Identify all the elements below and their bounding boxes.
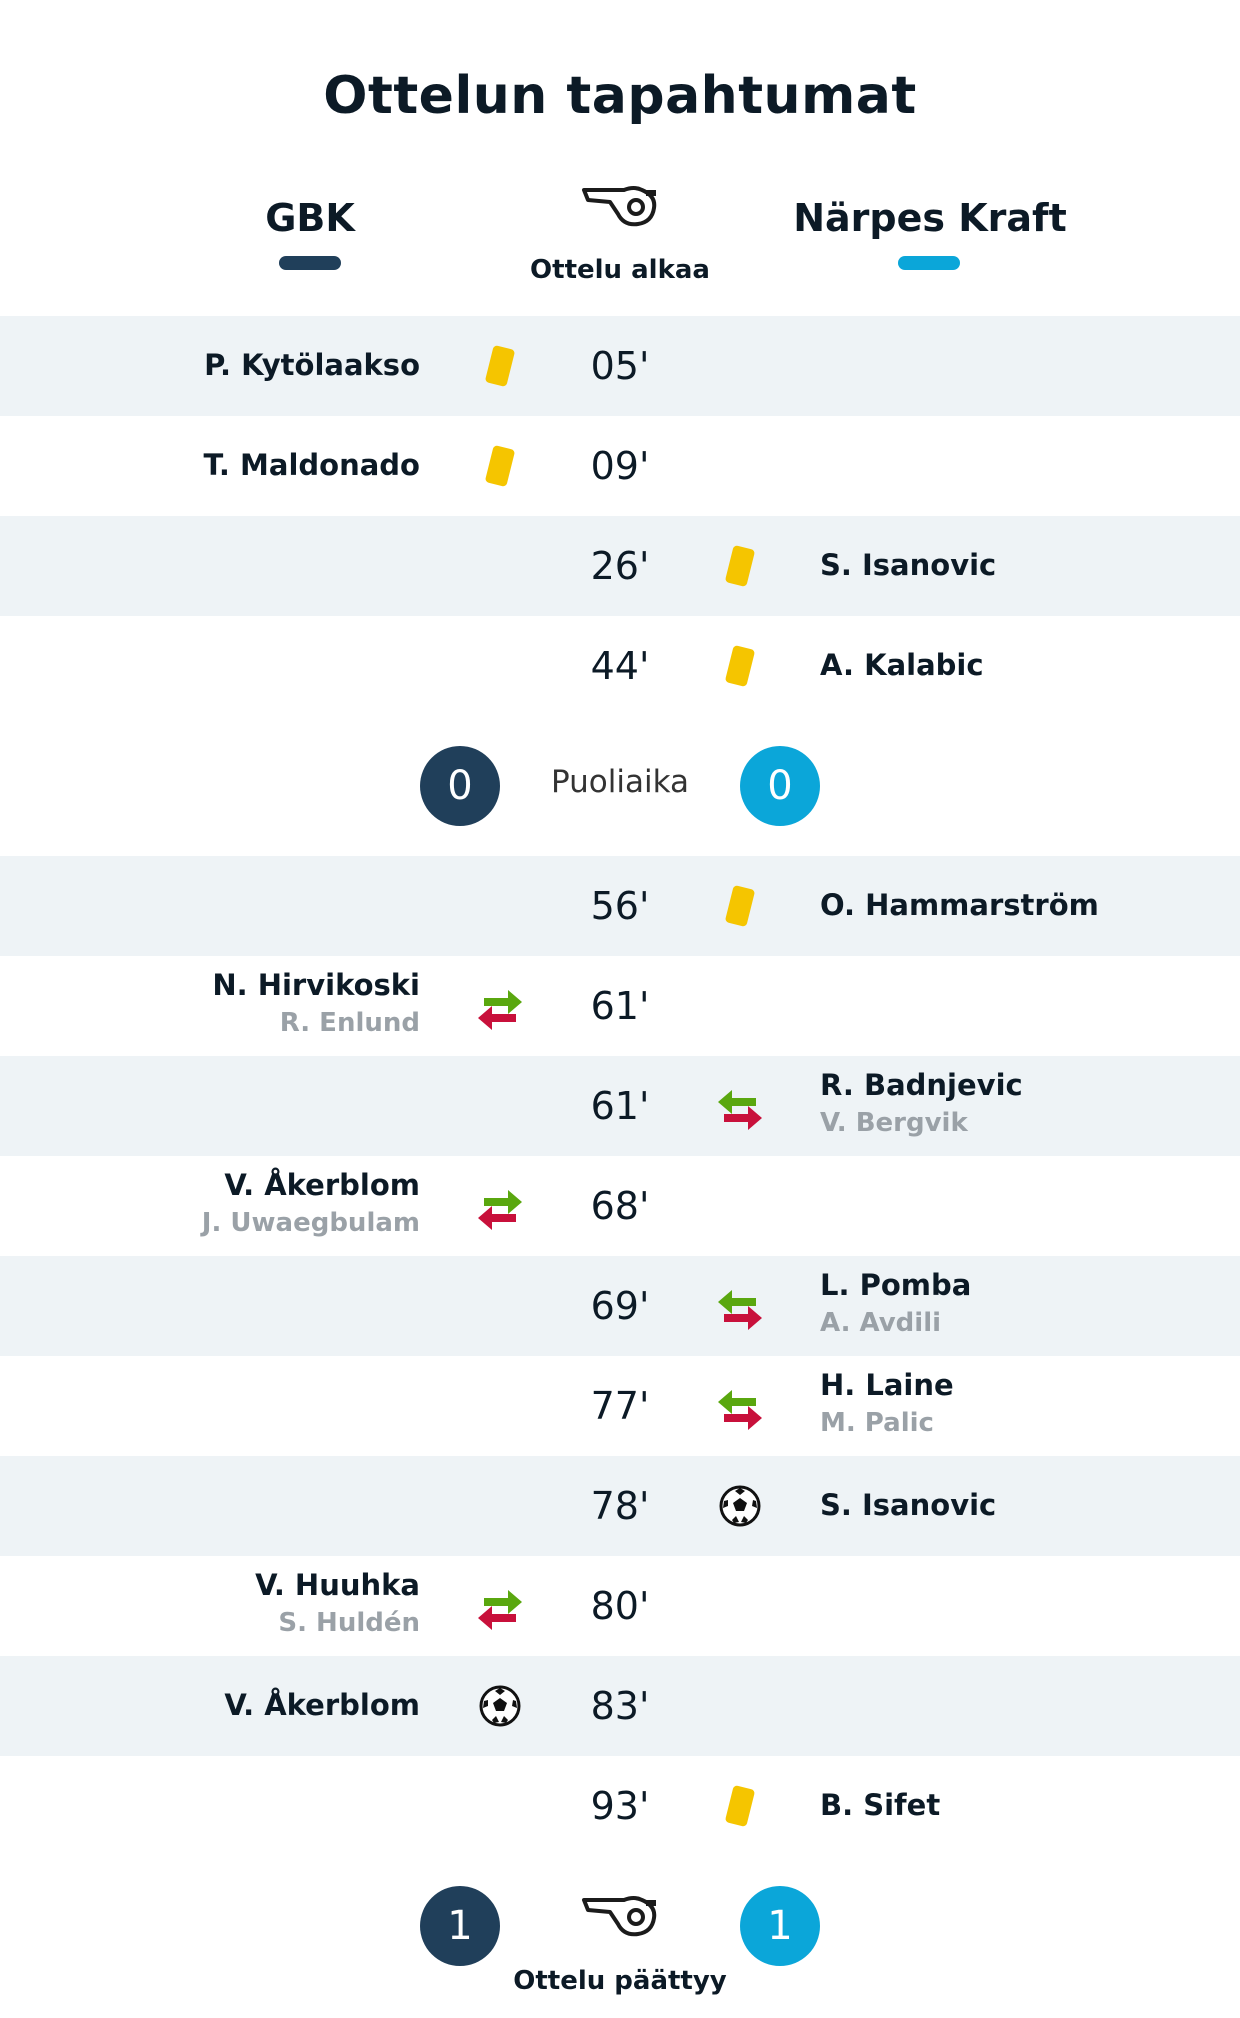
- event-row: 44' A. Kalabic: [0, 616, 1240, 716]
- substitution-icon: [710, 1276, 770, 1336]
- event-player-name: P. Kytölaakso: [204, 348, 420, 382]
- event-minute: 80': [590, 1584, 650, 1628]
- home-team-name: GBK: [265, 196, 355, 240]
- event-sub-player-name: R. Enlund: [279, 1008, 420, 1038]
- event-row: 77' H. Laine M. Palic: [0, 1356, 1240, 1456]
- event-minute: 56': [590, 884, 650, 928]
- event-minute: 26': [590, 544, 650, 588]
- event-player-name: R. Badnjevic: [820, 1068, 1023, 1102]
- fulltime-label: Ottelu päättyy: [513, 1966, 727, 1996]
- event-sub-player-name: J. Uwaegbulam: [201, 1208, 420, 1238]
- event-sub-player-name: M. Palic: [820, 1408, 934, 1438]
- event-row: 78' S. Isanovic: [0, 1456, 1240, 1556]
- event-minute: 61': [590, 984, 650, 1028]
- event-minute: 78': [590, 1484, 650, 1528]
- event-row: 56' O. Hammarström: [0, 856, 1240, 956]
- event-sub-player-name: A. Avdili: [820, 1308, 942, 1338]
- event-row: 26' S. Isanovic: [0, 516, 1240, 616]
- substitution-icon: [710, 1076, 770, 1136]
- event-player-name: O. Hammarström: [820, 888, 1099, 922]
- substitution-icon: [710, 1376, 770, 1436]
- event-row: 09' T. Maldonado: [0, 416, 1240, 516]
- kickoff-label: Ottelu alkaa: [530, 255, 710, 285]
- substitution-icon: [470, 1176, 530, 1236]
- event-row: 93' B. Sifet: [0, 1756, 1240, 1856]
- substitution-icon: [470, 1576, 530, 1636]
- away-team-color-bar: [898, 256, 960, 270]
- yellow-card-icon: [710, 1776, 770, 1836]
- event-player-name: T. Maldonado: [203, 448, 420, 482]
- whistle-icon: [582, 186, 657, 227]
- event-row: 68' V. Åkerblom J. Uwaegbulam: [0, 1156, 1240, 1256]
- event-minute: 09': [590, 444, 650, 488]
- event-player-name: S. Isanovic: [820, 548, 997, 582]
- event-player-name: V. Huuhka: [255, 1568, 420, 1602]
- yellow-card-icon: [470, 336, 530, 396]
- event-player-name: L. Pomba: [820, 1268, 972, 1302]
- event-row: 05' P. Kytölaakso: [0, 316, 1240, 416]
- yellow-card-icon: [710, 876, 770, 936]
- away-team-name: Närpes Kraft: [793, 196, 1067, 240]
- fulltime-away-score: 1: [740, 1886, 820, 1966]
- event-minute: 44': [590, 644, 650, 688]
- event-row: 83' V. Åkerblom: [0, 1656, 1240, 1756]
- event-sub-player-name: V. Bergvik: [820, 1108, 968, 1138]
- event-sub-player-name: S. Huldén: [278, 1608, 420, 1638]
- event-player-name: H. Laine: [820, 1368, 954, 1402]
- event-row: 80' V. Huuhka S. Huldén: [0, 1556, 1240, 1656]
- event-player-name: B. Sifet: [820, 1788, 941, 1822]
- yellow-card-icon: [710, 536, 770, 596]
- halftime-away-score: 0: [740, 746, 820, 826]
- event-row: 61' N. Hirvikoski R. Enlund: [0, 956, 1240, 1056]
- halftime-label: Puoliaika: [550, 764, 689, 800]
- event-player-name: N. Hirvikoski: [212, 968, 420, 1002]
- event-minute: 61': [590, 1084, 650, 1128]
- event-player-name: S. Isanovic: [820, 1488, 997, 1522]
- whistle-icon: [582, 1896, 657, 1937]
- soccer-ball-icon: [470, 1676, 530, 1736]
- home-team-color-bar: [279, 256, 341, 270]
- event-row: 61' R. Badnjevic V. Bergvik: [0, 1056, 1240, 1156]
- event-player-name: V. Åkerblom: [224, 1688, 420, 1722]
- event-minute: 69': [590, 1284, 650, 1328]
- event-minute: 83': [590, 1684, 650, 1728]
- fulltime-home-score: 1: [420, 1886, 500, 1966]
- event-minute: 05': [590, 344, 650, 388]
- yellow-card-icon: [470, 436, 530, 496]
- event-row: 69' L. Pomba A. Avdili: [0, 1256, 1240, 1356]
- soccer-ball-icon: [710, 1476, 770, 1536]
- event-minute: 93': [590, 1784, 650, 1828]
- event-player-name: V. Åkerblom: [224, 1168, 420, 1202]
- page-title: Ottelun tapahtumat: [323, 66, 917, 126]
- event-player-name: A. Kalabic: [820, 648, 984, 682]
- event-minute: 77': [590, 1384, 650, 1428]
- substitution-icon: [470, 976, 530, 1036]
- yellow-card-icon: [710, 636, 770, 696]
- halftime-home-score: 0: [420, 746, 500, 826]
- event-minute: 68': [590, 1184, 650, 1228]
